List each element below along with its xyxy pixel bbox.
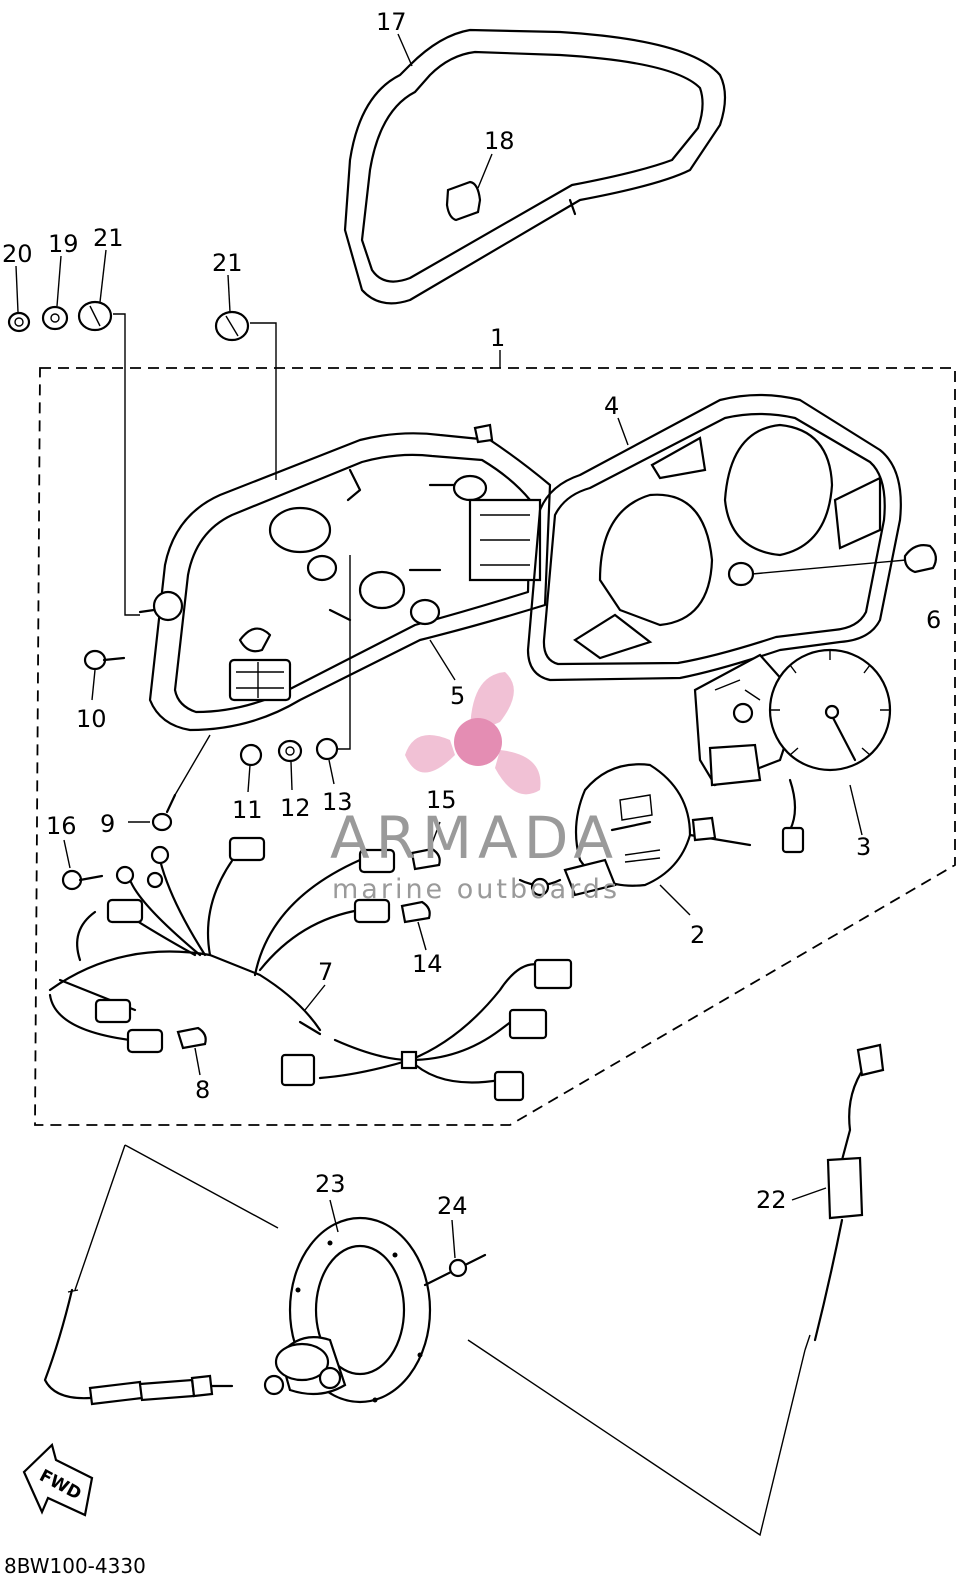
- connector-line-right: [467, 1339, 806, 1537]
- grommet-13: [315, 737, 339, 761]
- callout-21a: 21: [93, 224, 124, 252]
- wire-harness-7: [48, 836, 573, 1102]
- leader-5: [429, 639, 456, 681]
- callout-21b: 21: [212, 249, 243, 277]
- drive-cable: [43, 1288, 234, 1406]
- nut-20: [7, 311, 31, 333]
- callout-1: 1: [490, 324, 505, 352]
- screw-10: [83, 649, 126, 671]
- speedometer-cable-22: [804, 1043, 885, 1351]
- meter-case-5: [148, 423, 552, 732]
- callout-22: 22: [756, 1186, 787, 1214]
- callout-20: 20: [2, 240, 33, 268]
- screw-16: [61, 869, 104, 891]
- callout-16: 16: [46, 812, 77, 840]
- callout-24: 24: [437, 1192, 468, 1220]
- leader-grommet-right: [250, 322, 277, 480]
- part-code: 8BW100-4330: [4, 1554, 146, 1578]
- grommet-21-left: [77, 300, 113, 332]
- callout-5: 5: [450, 682, 465, 710]
- pin-24: [423, 1253, 487, 1287]
- callout-10: 10: [76, 705, 107, 733]
- callout-19: 19: [48, 230, 79, 258]
- connector-line-left: [74, 1144, 279, 1291]
- nut-11: [239, 743, 263, 767]
- watermark-subtitle: marine outboards: [332, 874, 620, 905]
- bulb-8: [176, 1026, 207, 1050]
- leader-23: [329, 1199, 339, 1233]
- leader-9-case: [174, 734, 211, 796]
- callout-7: 7: [318, 958, 333, 986]
- bulb-14: [400, 900, 431, 924]
- leader-13: [337, 555, 351, 750]
- grommet-21-right: [214, 310, 250, 342]
- washer-19: [41, 305, 69, 331]
- callout-11: 11: [232, 796, 263, 824]
- callout-2: 2: [690, 921, 705, 949]
- rubber-pad-18: [445, 180, 482, 222]
- bulb-15: [410, 847, 441, 871]
- leader-grommet-left: [113, 313, 140, 616]
- fwd-arrow: FWD: [22, 1442, 94, 1517]
- callout-labels: 17 18 20 19 21 21 1 4 6 10 5 11 12 13 15…: [2, 8, 941, 1220]
- gear-unit-23: [263, 1216, 432, 1404]
- callout-13: 13: [322, 788, 353, 816]
- callout-6: 6: [926, 606, 941, 634]
- callout-18: 18: [484, 127, 515, 155]
- leader-10: [91, 669, 96, 701]
- screw-9: [151, 793, 177, 832]
- leader-3: [849, 784, 863, 836]
- assembly-boundary-1: [34, 367, 956, 1126]
- callout-8: 8: [195, 1076, 210, 1104]
- washer-12: [277, 739, 303, 763]
- callout-9: 9: [100, 810, 115, 838]
- callout-4: 4: [604, 392, 619, 420]
- callout-17: 17: [376, 8, 407, 36]
- callout-3: 3: [856, 833, 871, 861]
- bulb-6: [903, 544, 937, 574]
- leader-7: [304, 984, 326, 1011]
- callout-12: 12: [280, 794, 311, 822]
- leader-6: [751, 559, 907, 575]
- leader-24: [451, 1219, 456, 1259]
- grommet-upper-left: [138, 590, 184, 622]
- leader-8: [194, 1047, 201, 1076]
- leader-2: [659, 884, 691, 916]
- watermark-logo: [405, 672, 541, 795]
- tachometer-3: [693, 648, 892, 854]
- leader-15: [429, 821, 441, 850]
- callout-14: 14: [412, 950, 443, 978]
- leader-22: [791, 1187, 827, 1201]
- meter-cover-17: [343, 28, 727, 305]
- callout-23: 23: [315, 1170, 346, 1198]
- speedometer-2: [518, 763, 752, 897]
- meter-panel-4: [526, 393, 902, 682]
- callout-15: 15: [426, 786, 457, 814]
- watermark-title: ARMADA: [330, 804, 619, 872]
- leader-14: [417, 921, 427, 951]
